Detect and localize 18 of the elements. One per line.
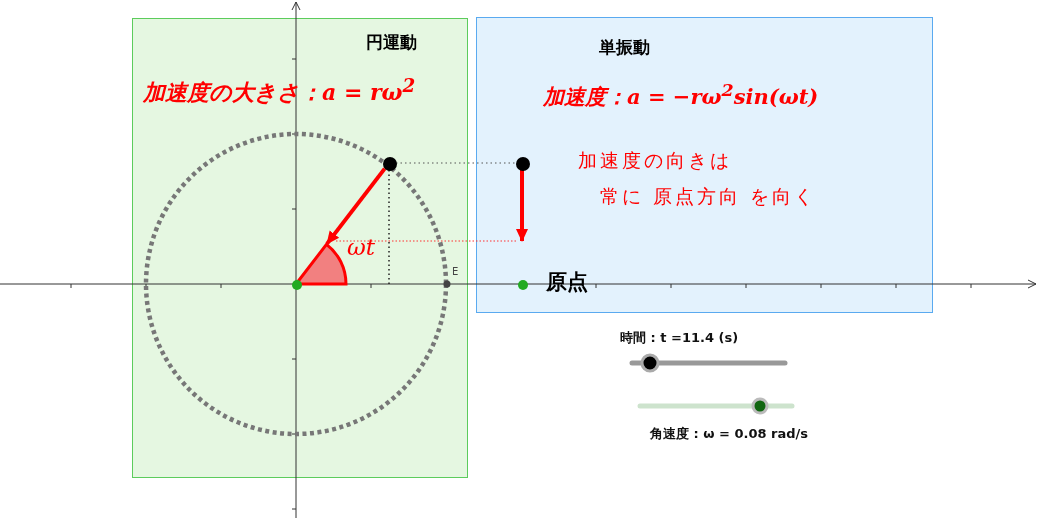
panel-title: 円運動 — [366, 31, 417, 54]
slider-label: 角速度 : ω = 0.08 rad/s — [650, 425, 809, 443]
panel — [132, 18, 468, 478]
formula-text: 加速度：a = −rω$^{2}$sin(ωt) — [543, 80, 819, 111]
panel — [476, 17, 933, 313]
point-label: 原点 — [546, 268, 588, 296]
point — [516, 157, 530, 171]
panel-title: 単振動 — [599, 36, 650, 59]
slider-label: 時間 : t =11.4 (s) — [620, 329, 739, 347]
formula-text: 加速度の大きさ：a = rω$^{2}$ — [143, 75, 416, 108]
arrow — [325, 167, 387, 245]
connector-line — [395, 162, 516, 164]
point — [383, 157, 397, 171]
note-text: 加速度の向きは常に 原点方向 を向く — [578, 148, 818, 209]
point-label: E — [452, 266, 459, 277]
point — [292, 280, 302, 290]
angle-label: ωt — [347, 234, 375, 260]
arrow — [516, 170, 528, 242]
